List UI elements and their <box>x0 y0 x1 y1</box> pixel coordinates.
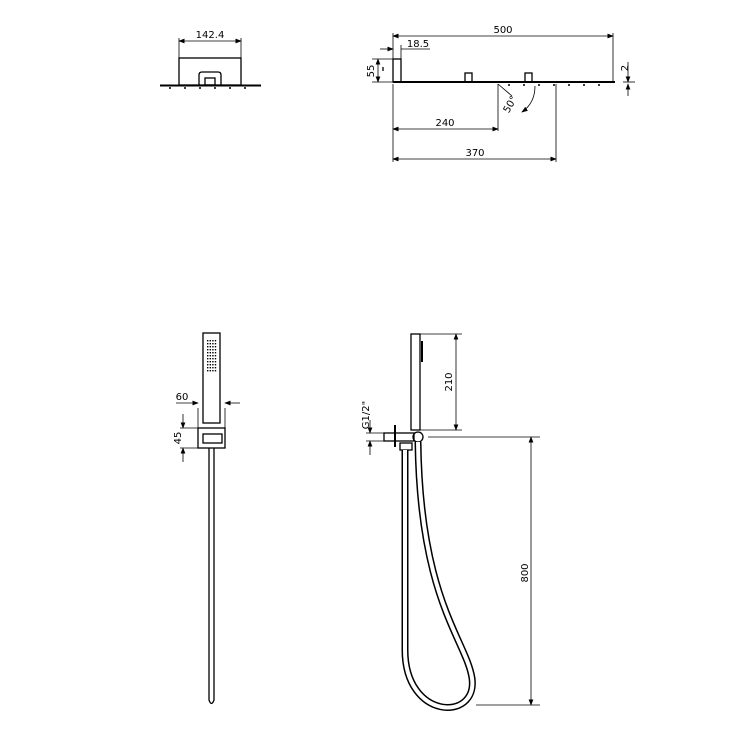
nozzle <box>214 358 217 360</box>
nozzle <box>209 340 211 342</box>
wall-connector <box>383 432 415 442</box>
nozzle <box>209 370 211 372</box>
width-label: 142.4 <box>196 30 225 41</box>
nozzle <box>207 364 209 366</box>
nozzle <box>209 361 211 363</box>
nozzle <box>212 349 214 351</box>
nozzle <box>209 349 211 351</box>
nozzle <box>212 343 214 345</box>
nozzle <box>209 364 211 366</box>
nozzle <box>212 364 214 366</box>
nozzle <box>214 346 217 348</box>
nozzle <box>212 355 214 357</box>
hand-shower-side-view: 210 G1/2" 800 <box>361 333 540 711</box>
angle-label: 50° <box>502 94 520 115</box>
nozzle <box>209 367 211 369</box>
hand-shower-handle <box>202 332 221 424</box>
hand-shower-handle <box>410 333 421 431</box>
nozzle <box>207 346 209 348</box>
nozzle <box>207 343 209 345</box>
nozzle <box>214 364 217 366</box>
nozzle <box>207 349 209 351</box>
nozzle <box>214 343 217 345</box>
overhead-shower-top-view: 142.4 <box>160 30 261 89</box>
nozzle <box>214 361 217 363</box>
nozzle <box>209 352 211 354</box>
nozzle <box>212 346 214 348</box>
wall-bracket <box>197 427 226 449</box>
nozzle <box>209 343 211 345</box>
arm-width-label: 18.5 <box>407 39 429 50</box>
arm-offset-label: 240 <box>435 118 454 129</box>
nozzle <box>207 352 209 354</box>
nozzle <box>209 358 211 360</box>
nozzle <box>207 361 209 363</box>
overhead-shower-side-view: 500 18.5 55 2 240 370 50° <box>366 25 635 162</box>
hose <box>208 448 215 705</box>
nozzle <box>214 349 217 351</box>
nozzle <box>212 358 214 360</box>
nozzle <box>207 367 209 369</box>
thickness-label: 2 <box>620 65 631 71</box>
nozzle <box>214 352 217 354</box>
nozzle <box>209 355 211 357</box>
bracket-height-label: 45 <box>173 432 184 445</box>
nozzle <box>212 370 214 372</box>
hand-shower-front-view: 60 45 <box>173 332 240 705</box>
nozzle <box>207 340 209 342</box>
thread-label: G1/2" <box>361 401 372 429</box>
nozzle <box>212 340 214 342</box>
handle-length-label: 210 <box>444 372 455 391</box>
nozzle <box>207 358 209 360</box>
hose <box>401 441 476 711</box>
width-label: 60 <box>176 392 189 403</box>
nozzle <box>214 367 217 369</box>
length-label: 500 <box>493 25 512 36</box>
nozzle <box>207 355 209 357</box>
nozzle-grid <box>207 340 217 372</box>
nozzle <box>214 370 217 372</box>
nozzle <box>212 361 214 363</box>
hose-length-label: 800 <box>520 563 531 582</box>
projection-label: 370 <box>465 148 484 159</box>
nozzle <box>212 367 214 369</box>
nozzle <box>214 340 217 342</box>
nozzle <box>214 355 217 357</box>
shower-arm <box>392 58 402 83</box>
nozzle <box>209 346 211 348</box>
nozzle <box>207 370 209 372</box>
arm-height-label: 55 <box>366 65 377 78</box>
nozzle <box>212 352 214 354</box>
